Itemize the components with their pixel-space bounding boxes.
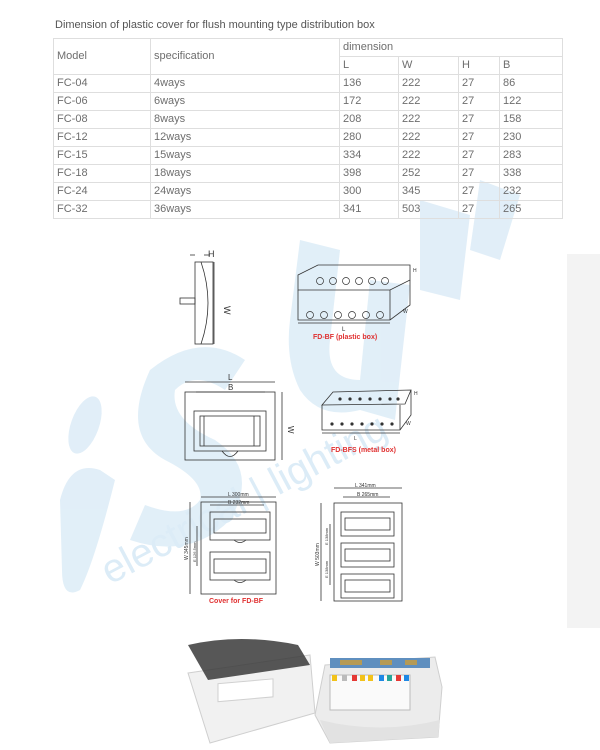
cell-spec: 36ways xyxy=(150,200,340,219)
svg-text:W 503mm: W 503mm xyxy=(315,543,321,566)
cell-L: 341 xyxy=(339,200,399,219)
metal-box-caption: FD-BFS (metal box) xyxy=(331,447,396,454)
svg-text:H: H xyxy=(413,268,417,274)
svg-text:B 265mm: B 265mm xyxy=(357,492,378,498)
front-view-drawing: L B W xyxy=(184,373,295,461)
svg-text:L: L xyxy=(342,327,346,333)
svg-text:H: H xyxy=(414,391,418,397)
svg-text:E 126.5mm: E 126.5mm xyxy=(192,541,197,562)
svg-text:L 300mm: L 300mm xyxy=(228,492,249,498)
svg-text:W: W xyxy=(286,426,295,434)
svg-text:E 138mm: E 138mm xyxy=(324,560,329,578)
cover-fdbf-caption: Cover for FD-BF xyxy=(209,598,264,605)
table-caption: Dimension of plastic cover for flush mou… xyxy=(55,19,375,31)
cell-spec: 24ways xyxy=(150,182,340,201)
svg-text:W: W xyxy=(222,306,232,315)
cell-spec: 12ways xyxy=(150,128,340,147)
svg-text:B 232mm: B 232mm xyxy=(228,500,249,506)
cell-model: FC-15 xyxy=(53,146,151,165)
cell-W: 252 xyxy=(398,164,459,183)
plastic-box-drawing: L W H xyxy=(297,264,417,333)
cell-W: 222 xyxy=(398,74,459,93)
svg-text:W: W xyxy=(403,309,408,315)
svg-text:W 345mm: W 345mm xyxy=(184,537,190,560)
svg-text:B: B xyxy=(228,383,233,392)
cell-W: 222 xyxy=(398,110,459,129)
svg-text:L: L xyxy=(354,436,357,442)
side-view-drawing: H W xyxy=(179,249,232,345)
cover-fdbf-drawing: L 300mm B 232mm W 345mm E 126.5mm xyxy=(184,492,277,595)
plastic-box-caption: FD-BF (plastic box) xyxy=(313,334,378,341)
cell-L: 300 xyxy=(339,182,399,201)
side-panel xyxy=(567,254,600,628)
dimension-table: Model specification dimension L W H B FC… xyxy=(53,38,563,219)
svg-text:H: H xyxy=(208,249,215,259)
cell-model: FC-32 xyxy=(53,200,151,219)
metal-box-drawing: L W H xyxy=(321,389,418,442)
svg-text:L: L xyxy=(228,373,233,382)
svg-text:W: W xyxy=(406,421,411,427)
svg-text:E 138mm: E 138mm xyxy=(324,527,329,545)
cover-large-drawing: L 341mm B 265mm W 503mm E 138mm E 138mm xyxy=(315,483,403,602)
cell-B: 158 xyxy=(499,110,563,129)
svg-text:L 341mm: L 341mm xyxy=(355,483,376,489)
product-photo xyxy=(187,639,443,744)
